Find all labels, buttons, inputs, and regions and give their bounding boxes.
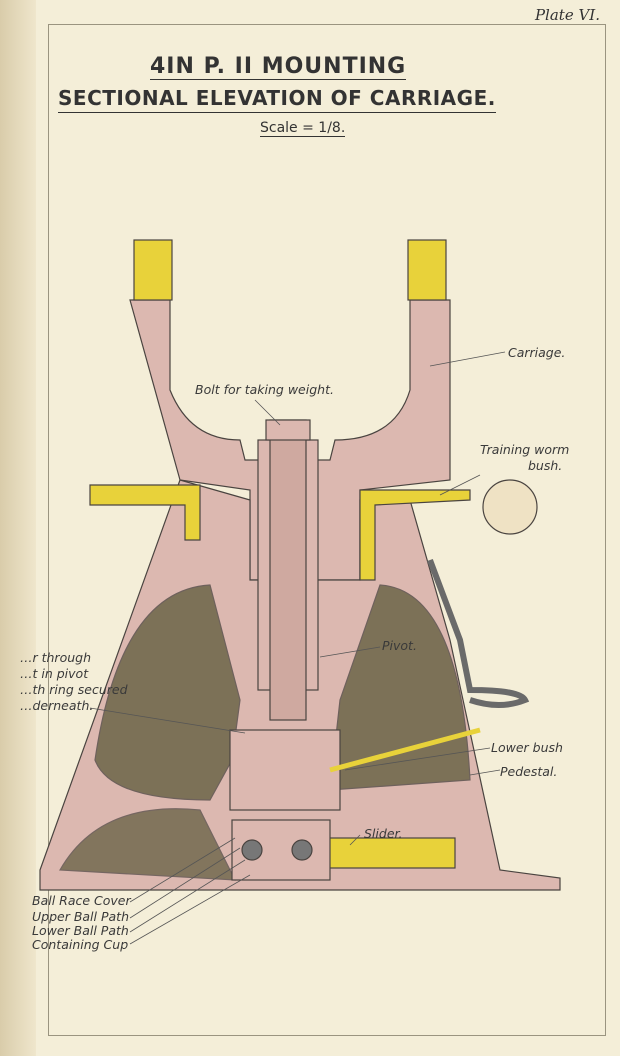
pedestal-cavity-right: [329, 584, 471, 791]
bolt-head: [265, 419, 311, 441]
left-brass-ring: [89, 484, 201, 541]
label-training-worm-1: Training worm: [480, 442, 570, 457]
label-lower-ball-path: Lower Ball Path: [32, 923, 129, 938]
label-pedestal: Pedestal.: [500, 764, 558, 779]
title-line-2: SECTIONAL ELEVATION OF CARRIAGE.: [58, 86, 496, 113]
base-cavity: [58, 808, 236, 881]
lower-bush: [229, 729, 341, 811]
ball-left: [241, 839, 263, 861]
label-bolt: Bolt for taking weight.: [195, 382, 334, 397]
label-lower-bush: Lower bush: [491, 740, 563, 755]
label-bar-2: …t in pivot: [20, 666, 89, 681]
training-worm-wheel: [482, 479, 538, 535]
carriage-cap-left: [133, 239, 173, 301]
label-slider: Slider.: [364, 826, 403, 841]
slider-rod: [329, 727, 481, 773]
label-training-worm-2: bush.: [528, 458, 563, 473]
title-line-1: 4IN P. II MOUNTING: [150, 54, 407, 80]
plate-border: [48, 24, 606, 1036]
label-bar-3: …th ring secured: [20, 682, 128, 697]
label-carriage: Carriage.: [508, 345, 566, 360]
ball-right: [291, 839, 313, 861]
scale-note: Scale = 1/8.: [260, 120, 346, 137]
bolt: [269, 419, 307, 721]
label-bar-4: …derneath.: [20, 698, 94, 713]
training-worm-bush: [359, 489, 471, 581]
plate-number: Plate VI.: [534, 6, 600, 24]
label-containing-cup: Containing Cup: [32, 937, 129, 952]
label-bar-1: …r through: [20, 650, 92, 665]
pedestal-cavity-left: [94, 584, 241, 801]
label-upper-ball-path: Upper Ball Path: [32, 909, 129, 924]
handle: [427, 558, 530, 708]
label-pivot: Pivot.: [382, 638, 417, 653]
carriage-cap-right: [407, 239, 447, 301]
label-ball-race-cover: Ball Race Cover: [32, 893, 131, 908]
slider: [324, 837, 456, 869]
leader-lines: [89, 351, 506, 945]
book-spine: [0, 0, 36, 1056]
